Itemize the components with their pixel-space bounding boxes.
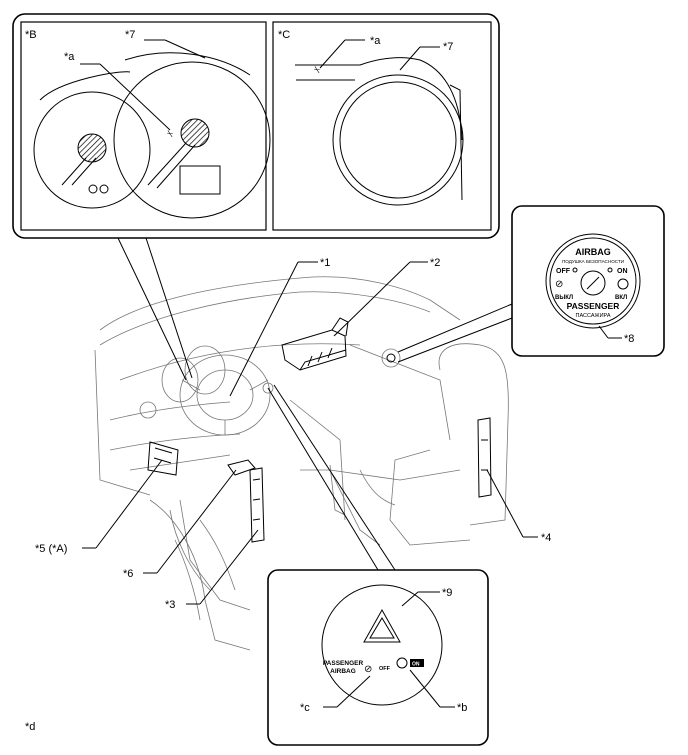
hazard-triangle-icon <box>363 608 401 643</box>
hazard-airbag-on-icon <box>396 657 408 669</box>
component-6-label: *6 <box>123 568 133 580</box>
note-d-label: *d <box>25 721 35 733</box>
indicator-a-label-b: *a <box>64 51 75 63</box>
key-slot-icon[interactable] <box>580 270 606 296</box>
indicator-a-label-c: *a <box>370 35 381 47</box>
airbag-switch-title: AIRBAG <box>575 247 611 257</box>
view-b-panel: ⍀ ⍀ *B *a *7 *C *a *7 <box>12 13 500 239</box>
component-4-label: *4 <box>541 532 551 544</box>
hazard-switch-panel: PASSENGER AIRBAG ⊘ OFF ON *9 *c *b <box>267 569 489 746</box>
component-2-label: *2 <box>430 257 440 269</box>
seatbelt-indicator-icon: ⍀ <box>167 129 173 140</box>
airbag-switch-passenger-ru: ПАССАЖИРА <box>576 313 611 319</box>
airbag-switch-passenger: PASSENGER <box>567 301 620 311</box>
hazard-passenger-label: PASSENGER <box>323 660 364 667</box>
meter-7-label-b: *7 <box>125 29 135 41</box>
switch-8-label: *8 <box>624 333 634 345</box>
meter-7-label-c: *7 <box>443 41 453 53</box>
airbag-switch-on-ru: ВКЛ <box>615 295 627 301</box>
airbag-on-icon <box>617 278 629 290</box>
component-3-label: *3 <box>165 599 175 611</box>
airbag-switch-on: ON <box>617 268 628 275</box>
switch-9-leader-1 <box>267 387 379 571</box>
switch-9-label: *9 <box>442 587 452 599</box>
switch-8-leader-1 <box>397 303 513 353</box>
indicator-c-label: *c <box>300 702 310 714</box>
hazard-airbag-off-icon: ⊘ <box>364 664 372 675</box>
hazard-on-label: ON <box>412 662 420 668</box>
seatbelt-indicator-icon: ⍀ <box>314 65 320 76</box>
airbag-switch-off-ru: ВЫКЛ <box>555 295 573 301</box>
meter-cluster-b: ⍀ <box>33 52 271 219</box>
view-b-leader-2 <box>145 237 193 379</box>
indicator-b-label: *b <box>457 702 467 714</box>
airbag-switch-off: OFF <box>556 268 571 275</box>
meter-cluster-c: ⍀ <box>295 57 464 206</box>
switch-9-leader-2 <box>273 384 396 571</box>
main-callouts: *1 *2 *4 *5 (*A) *6 *3 *d <box>25 257 551 733</box>
component-5-label: *5 (*A) <box>35 543 67 555</box>
view-b-leader-1 <box>117 237 187 381</box>
view-b-label: *B <box>25 29 37 41</box>
passenger-airbag-switch-panel: AIRBAG ПОДУШКА БЕЗОПАСНОСТИ OFF ON ⊘ ВЫК… <box>511 205 665 357</box>
switch-8-leader-2 <box>397 317 513 363</box>
view-c-label: *C <box>278 29 290 41</box>
component-1-label: *1 <box>320 257 330 269</box>
airbag-switch-title-ru: ПОДУШКА БЕЗОПАСНОСТИ <box>562 259 624 264</box>
hazard-airbag-label: AIRBAG <box>330 668 356 675</box>
dashboard-sketch <box>94 276 509 651</box>
hazard-off-label: OFF <box>379 666 391 672</box>
airbag-off-icon: ⊘ <box>555 279 563 290</box>
